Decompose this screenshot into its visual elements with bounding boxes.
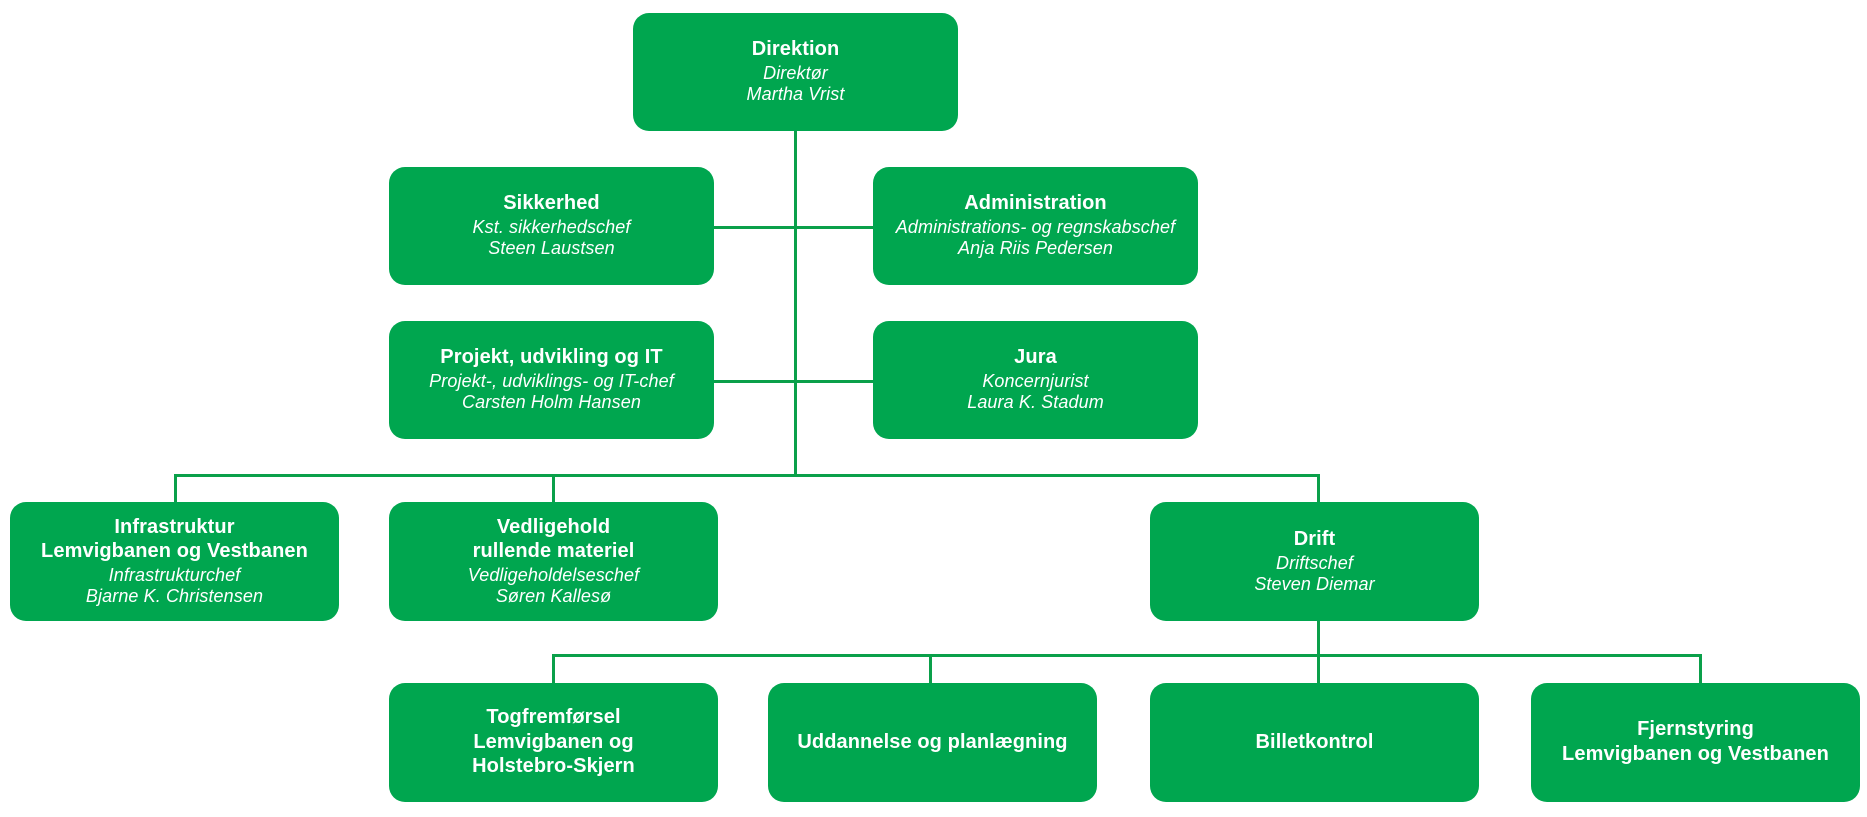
node-jura[interactable]: Jura Koncernjurist Laura K. Stadum xyxy=(873,321,1198,439)
node-infrastruktur-sub-1: Bjarne K. Christensen xyxy=(85,586,264,607)
node-drift-title-0: Drift xyxy=(1293,527,1336,550)
node-togfremforsel-title-1: Lemvigbanen og xyxy=(473,730,634,753)
node-jura-sub-1: Laura K. Stadum xyxy=(967,392,1104,413)
node-vedligehold-sub-0: Vedligeholdelseschef xyxy=(467,564,640,585)
node-fjernstyring-title-0: Fjernstyring xyxy=(1637,718,1754,741)
node-direktion-sub-0: Direktør xyxy=(763,63,828,84)
connector-drop-fjernstyring xyxy=(1699,654,1702,683)
node-infrastruktur-sub-0: Infrastrukturchef xyxy=(108,564,241,585)
node-jura-title-0: Jura xyxy=(1014,346,1057,369)
node-projekt-udvikling-it[interactable]: Projekt, udvikling og IT Projekt-, udvik… xyxy=(389,321,714,439)
node-togfremforsel-title-0: Togfremførsel xyxy=(486,706,621,729)
node-infrastruktur[interactable]: Infrastruktur Lemvigbanen og Vestbanen I… xyxy=(10,502,339,621)
node-administration-title-0: Administration xyxy=(964,192,1107,215)
node-fjernstyring-title-1: Lemvigbanen og Vestbanen xyxy=(1562,743,1829,765)
node-direktion[interactable]: Direktion Direktør Martha Vrist xyxy=(633,13,958,131)
node-infrastruktur-title-1: Lemvigbanen og Vestbanen xyxy=(41,540,308,563)
node-billetkontrol[interactable]: Billetkontrol xyxy=(1150,683,1479,802)
connector-to-projekt xyxy=(714,380,796,383)
node-administration[interactable]: Administration Administrations- og regns… xyxy=(873,167,1198,285)
connector-bus-drift-units xyxy=(553,654,1701,657)
node-projekt-sub-1: Carsten Holm Hansen xyxy=(462,392,641,413)
connector-to-jura xyxy=(794,380,874,383)
connector-drop-infrastruktur xyxy=(174,474,177,503)
node-togfremforsel[interactable]: Togfremførsel Lemvigbanen og Holstebro-S… xyxy=(389,683,718,802)
node-billetkontrol-title-0: Billetkontrol xyxy=(1255,730,1374,753)
node-administration-sub-1: Anja Riis Pedersen xyxy=(958,238,1113,259)
node-direktion-sub-1: Martha Vrist xyxy=(746,84,845,105)
node-projekt-sub-0: Projekt-, udviklings- og IT-chef xyxy=(429,371,674,392)
connector-to-sikkerhed xyxy=(714,226,796,229)
node-sikkerhed-title-0: Sikkerhed xyxy=(503,192,600,215)
node-vedligehold-sub-1: Søren Kallesø xyxy=(495,586,612,607)
connector-to-administration xyxy=(794,226,874,229)
node-jura-sub-0: Koncernjurist xyxy=(982,371,1089,392)
node-uddannelse[interactable]: Uddannelse og planlægning xyxy=(768,683,1097,802)
node-drift-sub-0: Driftschef xyxy=(1275,552,1354,573)
node-sikkerhed-sub-0: Kst. sikkerhedschef xyxy=(472,217,631,238)
node-vedligehold-title-1: rullende materiel xyxy=(472,540,635,563)
node-direktion-title-0: Direktion xyxy=(751,38,840,61)
connector-drop-togfremforsel xyxy=(552,654,555,683)
node-infrastruktur-title-0: Infrastruktur xyxy=(114,515,235,538)
connector-bus-divisions xyxy=(175,474,1320,477)
node-togfremforsel-title-2: Holstebro-Skjern xyxy=(472,755,635,778)
node-vedligehold-title-0: Vedligehold xyxy=(496,515,611,538)
node-sikkerhed[interactable]: Sikkerhed Kst. sikkerhedschef Steen Laus… xyxy=(389,167,714,285)
node-projekt-title-0: Projekt, udvikling og IT xyxy=(440,346,663,369)
connector-drop-drift xyxy=(1317,474,1320,503)
node-fjernstyring[interactable]: Fjernstyring Lemvigbanen og Vestbanen xyxy=(1531,683,1860,802)
node-vedligehold[interactable]: Vedligehold rullende materiel Vedligehol… xyxy=(389,502,718,621)
node-sikkerhed-sub-1: Steen Laustsen xyxy=(488,238,615,259)
node-drift[interactable]: Drift Driftschef Steven Diemar xyxy=(1150,502,1479,621)
connector-drop-vedligehold xyxy=(552,474,555,503)
connector-drop-uddannelse xyxy=(929,654,932,683)
connector-spine-direktion xyxy=(794,131,797,476)
node-uddannelse-title-0: Uddannelse og planlægning xyxy=(797,730,1068,753)
node-administration-sub-0: Administrations- og regnskabschef xyxy=(895,217,1176,238)
connector-drop-billetkontrol xyxy=(1317,654,1320,683)
connector-drift-to-bus xyxy=(1317,621,1320,655)
node-drift-sub-1: Steven Diemar xyxy=(1254,573,1375,594)
